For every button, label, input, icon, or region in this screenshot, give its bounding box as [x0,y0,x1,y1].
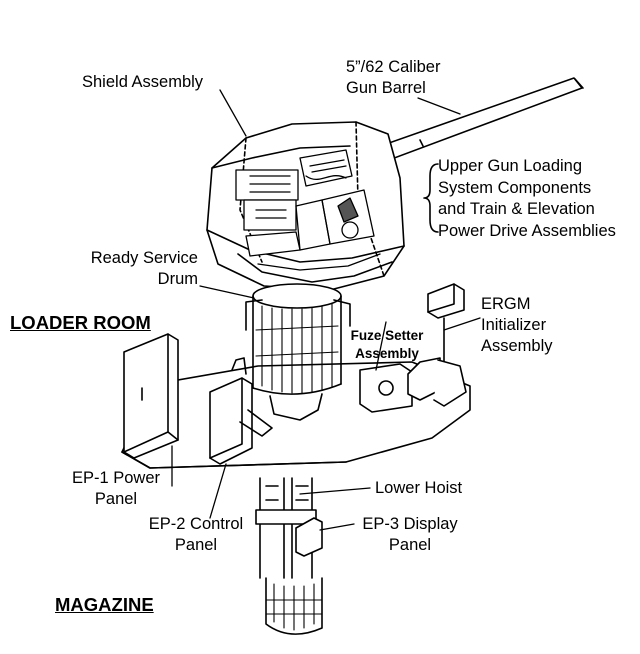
label-fuze-setter-line2: Assembly [355,346,419,361]
label-ep3-line1: EP-3 Display [362,515,458,533]
upper-loading-system [235,149,381,271]
label-ep2-line1: EP-2 Control [148,515,244,533]
leader-lines [171,89,481,531]
label-gun-barrel: 5”/62 Caliber Gun Barrel [346,57,440,99]
loader-room-deck [121,361,471,469]
label-ep1-line1: EP-1 Power [71,469,161,487]
label-loader-room: LOADER ROOM [10,312,151,333]
label-upper-gun-line1: Upper Gun Loading [438,157,583,175]
ep1-power-panel [123,333,179,459]
magazine-assembly [265,577,323,635]
label-ep2-line2: Panel [174,536,218,554]
label-ergm-line3: Assembly [481,337,553,355]
label-ep1-power-panel: EP-1 Power Panel [60,468,172,510]
ep3-display-panel [295,517,323,557]
label-gun-barrel-line2: Gun Barrel [346,79,426,97]
label-upper-gun-loading: Upper Gun Loading System Components and … [438,156,616,242]
label-ready-service-drum: Ready Service Drum [72,248,198,290]
label-brace [423,163,439,233]
label-ergm-line1: ERGM [481,295,531,313]
label-ergm-initializer: ERGM Initializer Assembly [481,294,553,357]
label-upper-gun-line2: System Components [438,178,592,197]
label-gun-barrel-line1: 5”/62 Caliber [346,58,441,76]
label-magazine: MAGAZINE [55,594,154,615]
label-ep3-display-panel: EP-3 Display Panel [352,514,468,556]
lower-hoist [255,477,317,579]
label-shield-assembly: Shield Assembly [82,73,204,91]
label-ergm-line2: Initializer [481,316,547,334]
shield-housing [206,121,405,291]
label-ready-service-line2: Drum [157,270,198,288]
fuze-setter-assembly [359,363,413,413]
ready-service-drum [245,283,351,421]
label-upper-gun-line4: Power Drive Assemblies [438,221,616,240]
label-fuze-setter: Fuze Setter Assembly [344,327,430,363]
label-lower-hoist: Lower Hoist [375,479,463,497]
label-ep1-line2: Panel [94,490,138,508]
label-ep3-line2: Panel [388,536,432,554]
ergm-initializer [407,283,467,407]
ep2-control-panel [209,357,273,465]
label-upper-gun-line3: and Train & Elevation [438,200,595,218]
label-ep2-control-panel: EP-2 Control Panel [136,514,256,556]
label-fuze-setter-line1: Fuze Setter [350,328,424,343]
label-ready-service-line1: Ready Service [90,249,198,267]
